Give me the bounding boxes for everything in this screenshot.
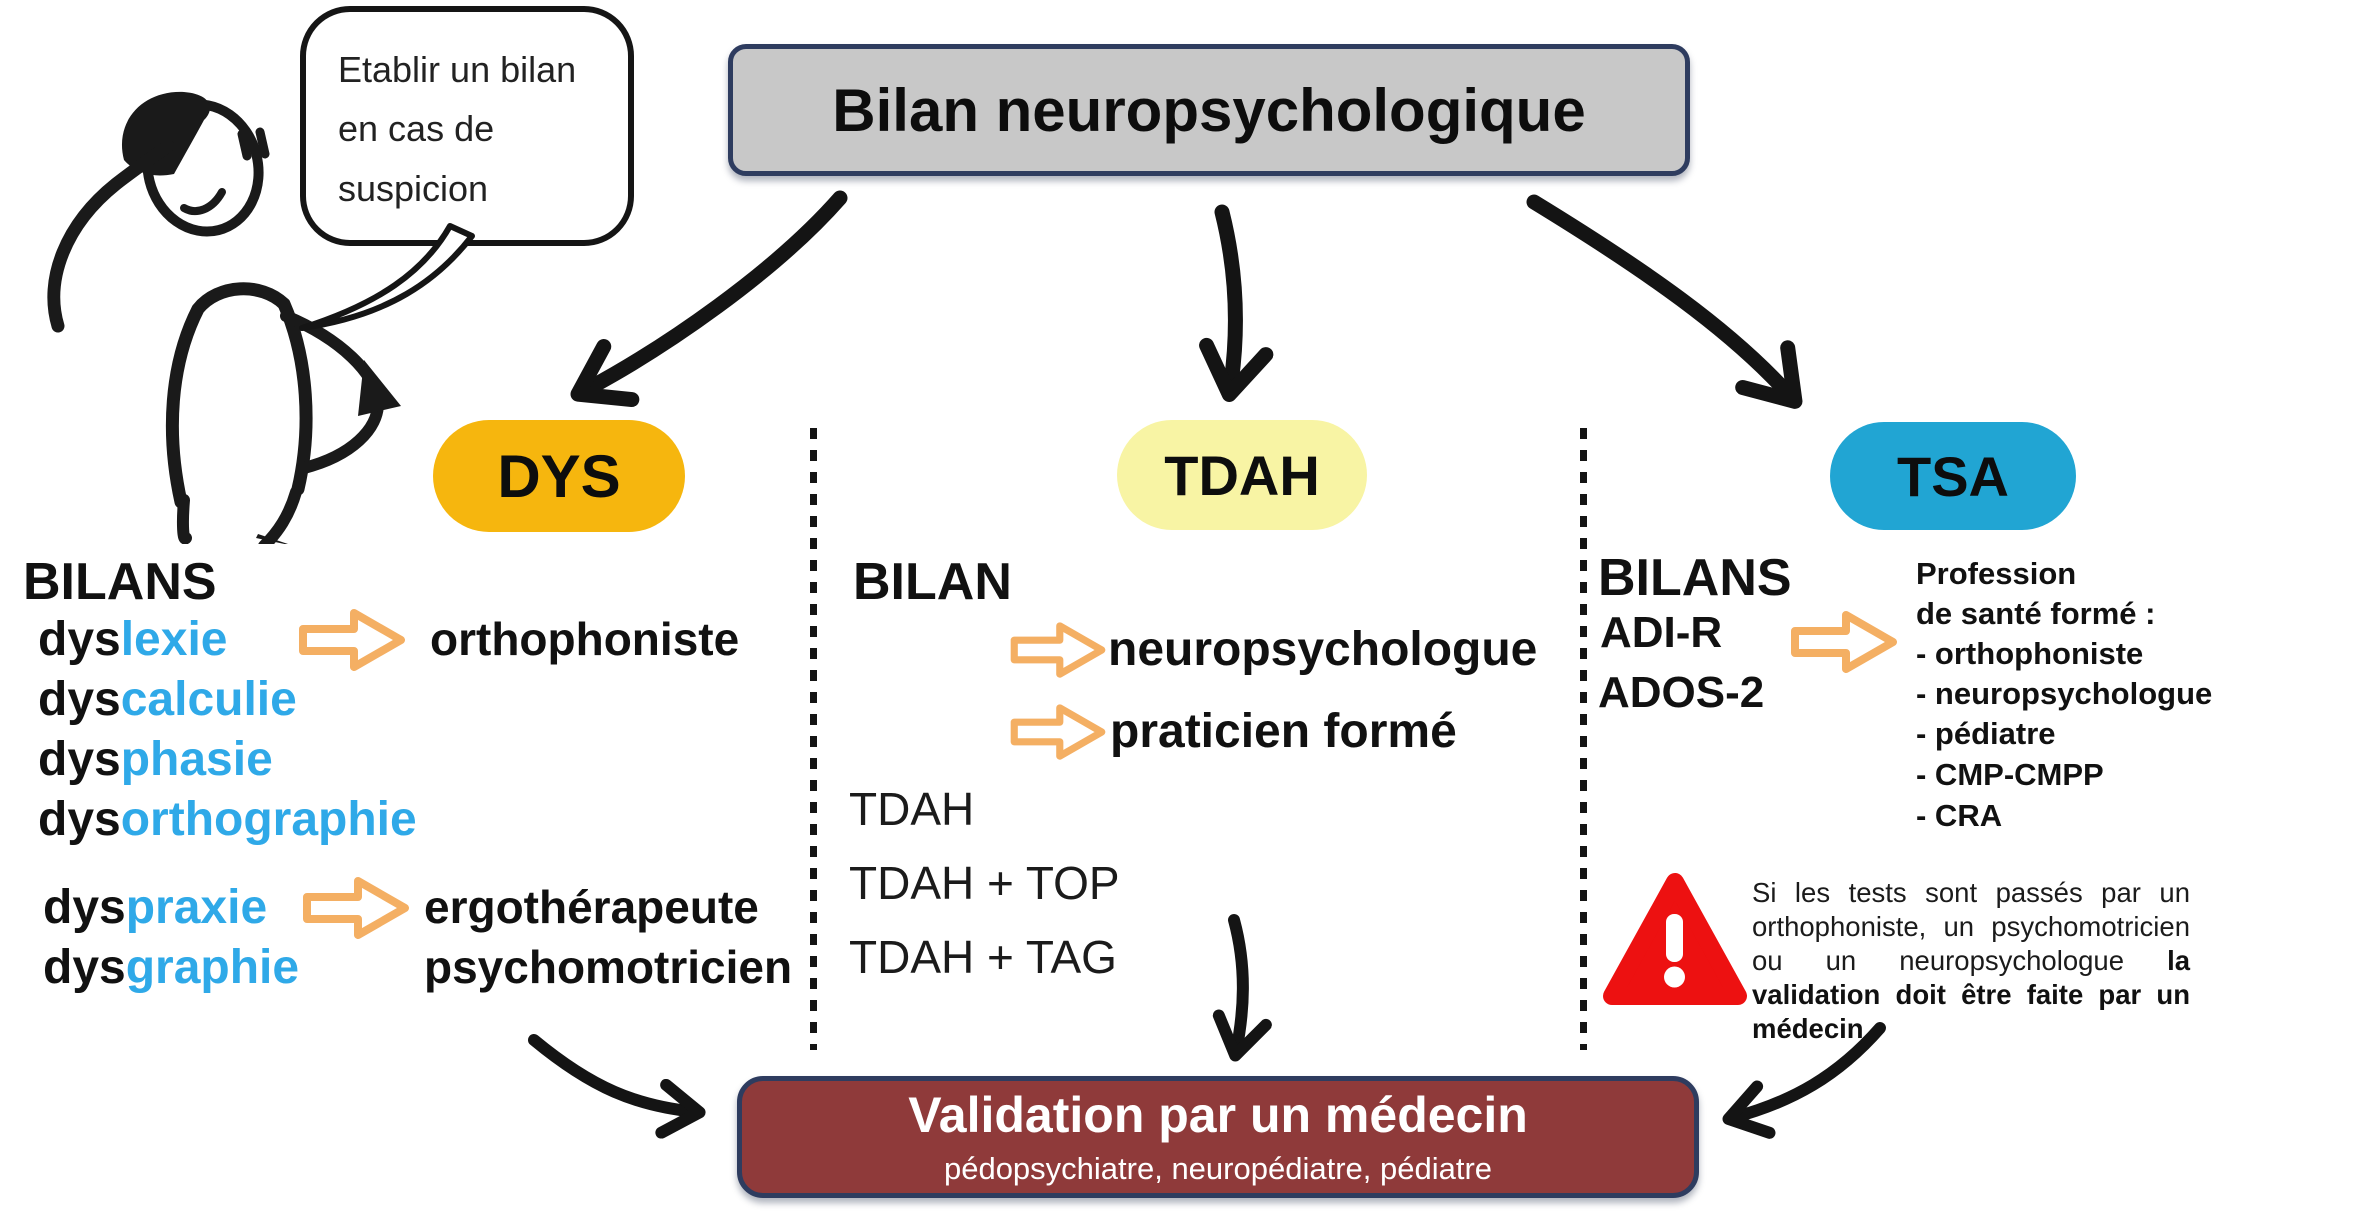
connector-title-to-dys xyxy=(570,190,848,408)
speech-bubble-line: suspicion xyxy=(338,167,489,209)
title-box: Bilan neuropsychologique xyxy=(728,44,1690,176)
block-arrow-icon xyxy=(303,877,409,939)
dys-pill: DYS xyxy=(433,420,685,532)
connector-tsa-to-validation xyxy=(1722,1022,1886,1139)
tdah-diagnosis-3: TDAH + TAG xyxy=(849,931,1117,983)
tdah-practitioner-1: neuropsychologue xyxy=(1108,623,1538,676)
disorder-dyspraxie: dyspraxie xyxy=(43,880,267,935)
connector-dys-to-validation xyxy=(528,1034,706,1139)
dys-language-specialist: orthophoniste xyxy=(430,613,740,665)
warning-text-bold: la validation doit être faite par un méd… xyxy=(1752,945,2190,1044)
column-divider-left xyxy=(810,428,817,1050)
disorder-suffix: calculie xyxy=(120,673,297,726)
disorder-prefix: dys xyxy=(43,941,126,994)
tdah-diagnosis-2: TDAH + TOP xyxy=(849,857,1120,909)
tsa-warning-text: Si les tests sont passés par un orthopho… xyxy=(1752,876,2190,1046)
tsa-test-adir: ADI-R xyxy=(1600,608,1723,657)
tsa-profession-item: - CMP-CMPP xyxy=(1916,757,2104,792)
validation-subtitle: pédopsychiatre, neuropédiatre, pédiatre xyxy=(943,1150,1493,1186)
speech-bubble-tail xyxy=(299,223,475,331)
column-divider-right xyxy=(1580,428,1587,1050)
tsa-bilans-heading: BILANS xyxy=(1598,549,1792,607)
tsa-profession-item: - neuropsychologue xyxy=(1916,676,2213,711)
speech-bubble: Etablir un bilan en cas de suspicion xyxy=(300,6,634,246)
disorder-suffix: orthographie xyxy=(120,793,417,846)
disorder-prefix: dys xyxy=(43,881,126,934)
tsa-profession-item: - orthophoniste xyxy=(1916,636,2144,671)
disorder-prefix: dys xyxy=(38,673,121,726)
tdah-bilan-heading: BILAN xyxy=(853,553,1012,611)
tsa-profession-item: - pédiatre xyxy=(1916,716,2056,751)
block-arrow-icon xyxy=(299,609,405,671)
tdah-practitioner-2: praticien formé xyxy=(1110,705,1457,758)
connector-title-to-tdah xyxy=(1199,204,1274,402)
speech-bubble-line: en cas de xyxy=(338,108,495,150)
disorder-dyscalculie: dyscalculie xyxy=(38,672,297,727)
block-arrow-icon xyxy=(1010,622,1106,678)
warning-icon xyxy=(1603,873,1747,1005)
disorder-prefix: dys xyxy=(38,793,121,846)
dys-motor-specialist-2: psychomotricien xyxy=(424,941,793,993)
thinking-person-illustration xyxy=(47,91,401,544)
validation-box: Validation par un médecin pédopsychiatre… xyxy=(737,1076,1699,1198)
disorder-prefix: dys xyxy=(38,613,121,666)
disorder-suffix: graphie xyxy=(125,941,300,994)
block-arrow-icon xyxy=(1010,704,1106,760)
tdah-diagnosis-1: TDAH xyxy=(849,783,975,835)
tsa-professions-title-1: Profession xyxy=(1916,556,2077,591)
connector-tdah-to-validation xyxy=(1212,914,1272,1062)
speech-bubble-line: Etablir un bilan xyxy=(338,49,577,90)
tsa-professions-title-2: de santé formé : xyxy=(1916,596,2156,631)
tsa-test-ados2: ADOS-2 xyxy=(1598,668,1765,717)
disorder-prefix: dys xyxy=(38,733,121,786)
disorder-dysphasie: dysphasie xyxy=(38,732,273,787)
disorder-suffix: phasie xyxy=(120,733,273,786)
tsa-profession-item: - CRA xyxy=(1916,798,2003,833)
validation-title: Validation par un médecin xyxy=(908,1086,1528,1143)
disorder-dyslexie: dyslexie xyxy=(38,612,227,667)
tdah-pill: TDAH xyxy=(1117,420,1367,530)
dys-motor-specialist-1: ergothérapeute xyxy=(424,881,759,933)
disorder-dysgraphie: dysgraphie xyxy=(43,940,299,995)
warning-text-normal: Si les tests sont passés par un orthopho… xyxy=(1752,877,2190,976)
block-arrow-icon xyxy=(1791,611,1897,673)
disorder-suffix: lexie xyxy=(120,613,228,666)
tsa-pill: TSA xyxy=(1830,422,2076,530)
disorder-suffix: praxie xyxy=(125,881,268,934)
connector-title-to-tsa xyxy=(1526,194,1803,409)
disorder-dysorthographie: dysorthographie xyxy=(38,792,417,847)
dys-bilans-heading: BILANS xyxy=(23,553,217,611)
